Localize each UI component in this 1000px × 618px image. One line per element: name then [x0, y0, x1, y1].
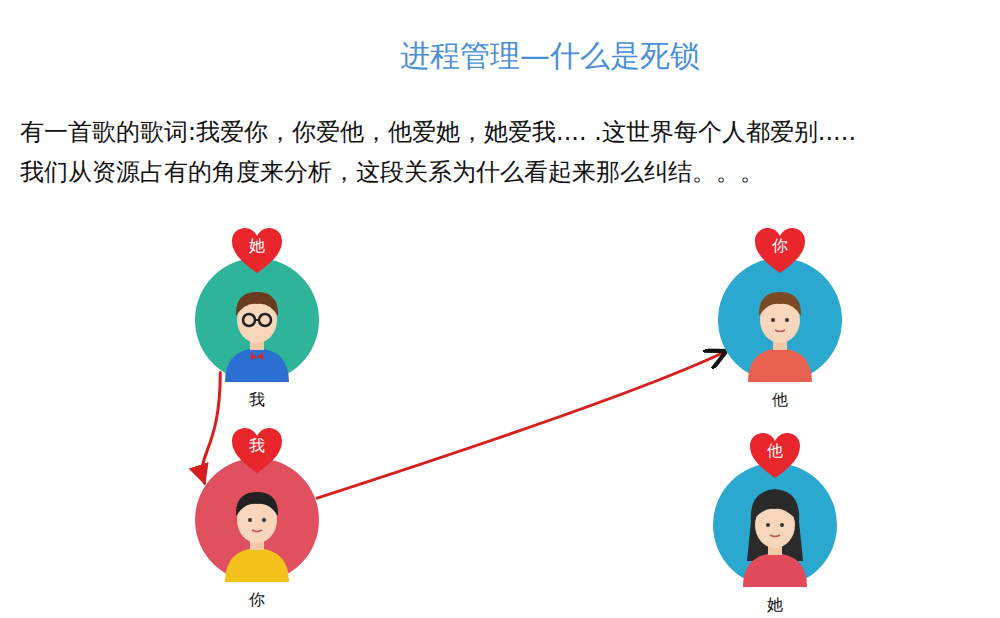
heart-badge: 他: [748, 432, 802, 480]
diagram-title: 进程管理—什么是死锁: [0, 36, 1000, 77]
heart-badge: 她: [230, 227, 284, 275]
person-circle: [195, 258, 319, 382]
body-text: 有一首歌的歌词:我爱你，你爱他，他爱她，她爱我.... .这世界每个人都爱别..…: [20, 116, 856, 148]
person-name: 她: [705, 595, 845, 616]
person-name: 他: [710, 390, 850, 411]
person-circle: [718, 258, 842, 382]
person-name: 你: [187, 590, 327, 611]
love-arrow: [202, 372, 220, 483]
heart-text: 他: [748, 441, 802, 462]
person-node: 我你: [187, 425, 327, 618]
heart-badge: 你: [753, 227, 807, 275]
heart-text: 她: [230, 236, 284, 257]
person-node: 他她: [705, 430, 845, 618]
love-arrow: [317, 352, 724, 498]
heart-badge: 我: [230, 427, 284, 475]
heart-text: 我: [230, 436, 284, 457]
person-node: 她我: [187, 225, 327, 430]
person-circle: [713, 463, 837, 587]
person-node: 你他: [710, 225, 850, 430]
person-circle: [195, 458, 319, 582]
person-name: 我: [187, 390, 327, 411]
heart-text: 你: [753, 236, 807, 257]
body-text: 我们从资源占有的角度来分析，这段关系为什么看起来那么纠结。。。: [20, 156, 764, 188]
